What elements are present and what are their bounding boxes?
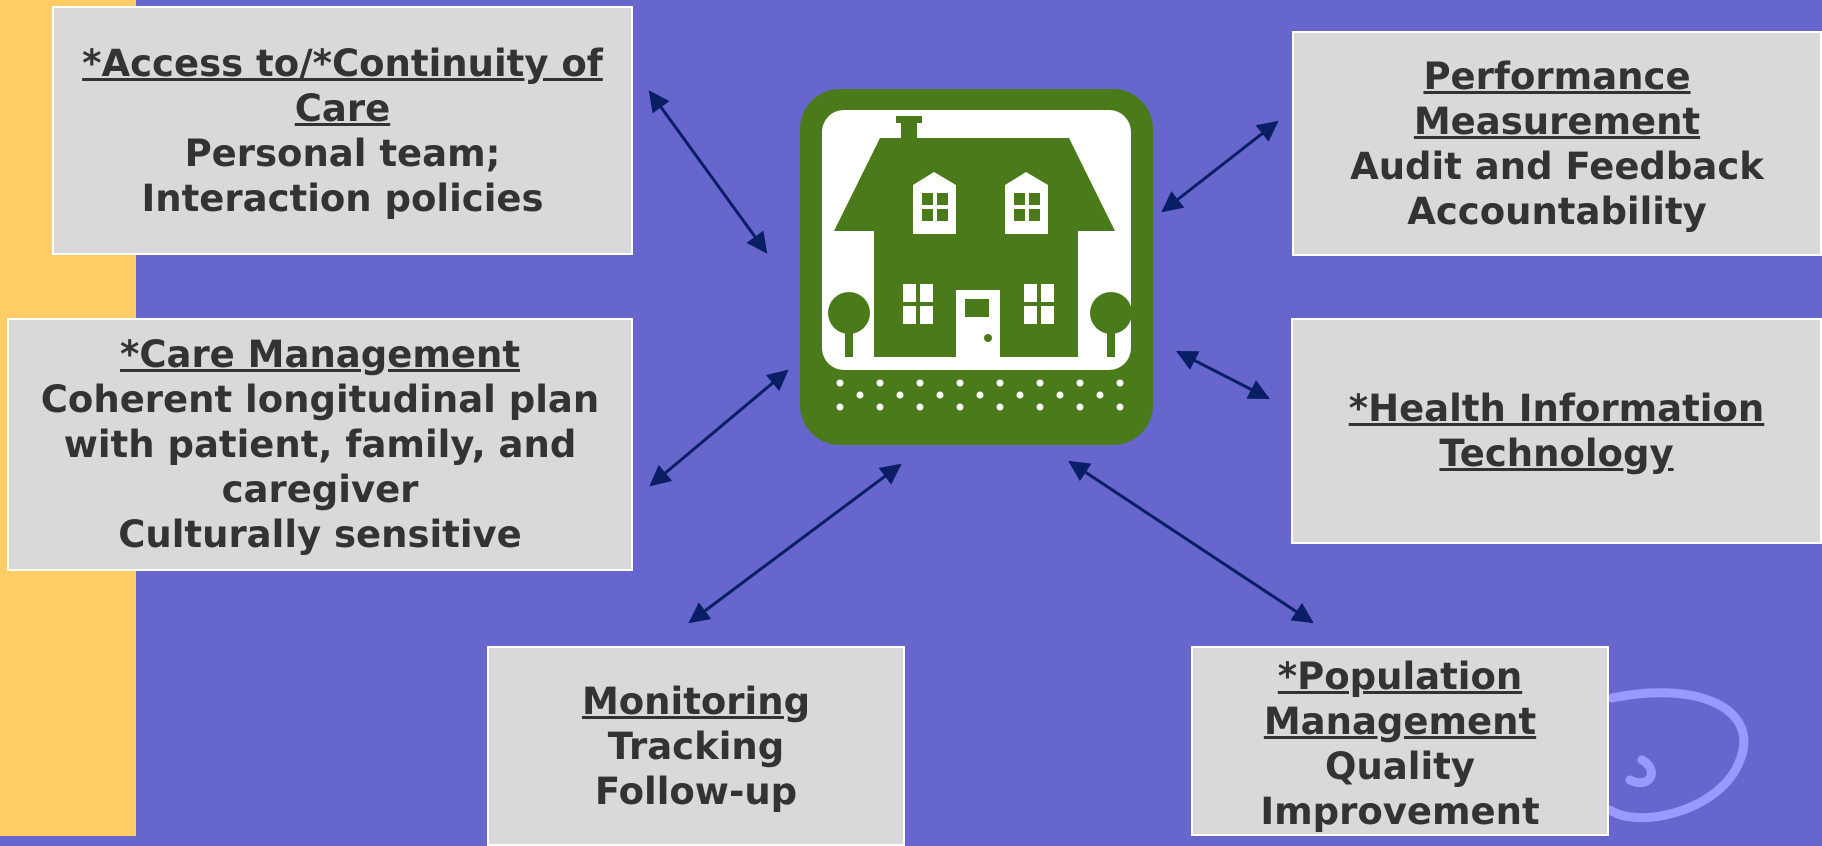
box-line: Quality Improvement xyxy=(1260,745,1540,833)
arrow-access xyxy=(648,90,768,254)
box-access-continuity: *Access to/*Continuity of Care Personal … xyxy=(52,6,633,255)
box-line: Accountability xyxy=(1407,189,1707,233)
box-title: *Care Management xyxy=(119,333,521,376)
house-icon xyxy=(800,89,1153,445)
box-line: Follow-up xyxy=(594,770,798,813)
box-care-management: *Care Management Coherent longitudinal p… xyxy=(7,318,633,571)
decorative-swirl xyxy=(1605,688,1749,823)
box-title: Monitoring xyxy=(581,680,811,723)
box-title: *Health Information Technology xyxy=(1348,387,1765,475)
box-line: Coherent longitudinal plan with patient,… xyxy=(40,378,600,511)
arrow-monitoring xyxy=(688,463,902,624)
box-line: Interaction policies xyxy=(141,176,544,220)
box-title: *Access to/*Continuity of Care xyxy=(82,41,603,130)
arrow-hit xyxy=(1176,350,1270,400)
box-health-information-technology: *Health Information Technology xyxy=(1291,318,1822,544)
box-line: Culturally sensitive xyxy=(118,513,522,556)
box-population-management: *Population Management Quality Improveme… xyxy=(1191,646,1609,836)
box-line: Tracking xyxy=(607,725,785,768)
box-title: *Population Management xyxy=(1263,655,1537,743)
box-line: Audit and Feedback xyxy=(1350,144,1764,188)
arrow-performance xyxy=(1161,120,1279,213)
box-monitoring: Monitoring Tracking Follow-up xyxy=(487,646,905,846)
box-performance-measurement: Performance Measurement Audit and Feedba… xyxy=(1292,31,1822,256)
arrow-care-management xyxy=(649,369,789,487)
box-line: Personal team; xyxy=(184,131,501,175)
box-title: Performance Measurement xyxy=(1413,54,1701,143)
arrow-population xyxy=(1068,460,1314,624)
